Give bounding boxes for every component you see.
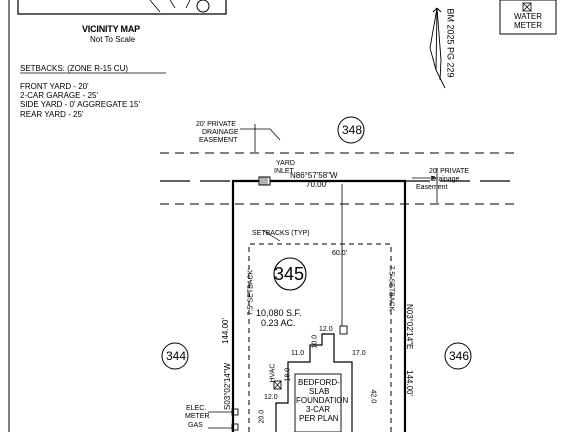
lot-345-boundary [231,179,407,432]
lot-345-circle [273,257,307,291]
dim-11: 11.0 [291,350,305,357]
water-meter-icon [522,2,532,12]
easement-left-line-3: EASEMENT [199,137,238,144]
bearing-right: N03°02'14"E [405,304,414,350]
lot-number-345: 345 [274,264,305,284]
lot-346-circle [444,342,472,370]
setback-line [248,243,392,432]
legend-line-1: WATER [514,12,542,21]
elec-meter-label-1: ELEC. [186,405,207,412]
corner-marker-icon [339,325,348,335]
dim-18: 18.0 [284,367,292,382]
dim-front-60: 60.0' [332,250,347,257]
vicinity-map-frame [17,0,227,15]
lot-number-344: 344 [166,349,187,363]
dim-10: 10.0 [311,334,319,349]
dim-42: 42.0 [369,389,377,404]
setback-item-side: SIDE YARD - 0' AGGREGATE 15' [20,100,140,109]
north-arrow-icon [429,7,446,89]
lot-area-ac: 0.23 AC. [261,318,296,328]
house-label-garage: 3-CAR [306,405,331,414]
yard-inlet-label-1: YARD [276,160,295,167]
lot-area-sf: 10,080 S.F. [256,308,302,318]
distance-top: 70.00' [306,180,328,189]
elec-meter-label-2: METER [185,413,210,420]
elec-meter-icon [231,408,239,416]
lot-344-circle [161,342,189,370]
book-reference: BM 2025 PG 229 [445,8,456,78]
vicinity-site-marker [196,0,210,13]
house-label-plan: PER PLAN [299,414,339,423]
setback-right-label: 7.5' SETBACK [387,265,395,312]
dim-17: 17.0 [352,350,366,357]
distance-right: 144.00' [405,370,414,396]
bearing-top: N86°57'58"W [290,171,338,180]
distance-left: 144.00' [221,318,230,344]
house-footprint [275,333,353,432]
lot-number-348: 348 [342,123,363,137]
yard-inlet-label-2: INLET [274,168,294,175]
house-label-slab: SLAB [309,387,330,396]
legend-line-2: METER [514,21,542,30]
house-label-model: BEDFORD-I [298,378,342,387]
setbacks-heading: SETBACKS: (ZONE R-15 CU) [20,64,129,73]
easement-left-line-1: 20' PRIVATE [196,121,236,128]
setback-item-front: FRONT YARD - 20' [20,82,89,91]
lot-number-346: 346 [449,349,470,363]
easement-right-line-3: Easement [416,184,448,191]
lot-348-circle [337,116,365,144]
easement-right-line-1: 20' PRIVATE [429,168,469,175]
easement-left-line-2: DRAINAGE [202,129,239,136]
hvac-label: HVAC [269,363,277,383]
gas-meter-label: GAS [188,422,203,429]
setbacks-typ-label: SETBACKS (TYP) [252,230,310,237]
setback-item-rear: REAR YARD - 25' [20,110,84,119]
vicinity-map-title: VICINITY MAP [82,24,140,34]
house-label-foundation: FOUNDATION [296,396,349,405]
hvac-icon [273,380,282,390]
vicinity-map-roads [149,0,191,13]
setback-item-garage: 2-CAR GARAGE - 25' [20,91,98,100]
dim-12-b: 12.0 [264,394,278,401]
easement-right-line-2: Drainage [431,176,460,183]
bearing-left: S03°02'14"W [223,362,232,410]
house-label-box [294,373,342,432]
dim-12-a: 12.0 [319,326,333,333]
setback-left-label: 7.5' SETBACK [247,269,255,316]
yard-inlet-icon [258,176,271,186]
dim-20: 20.0 [258,409,266,424]
gas-meter-icon [231,423,239,431]
vicinity-map-subtitle: Not To Scale [90,35,136,44]
